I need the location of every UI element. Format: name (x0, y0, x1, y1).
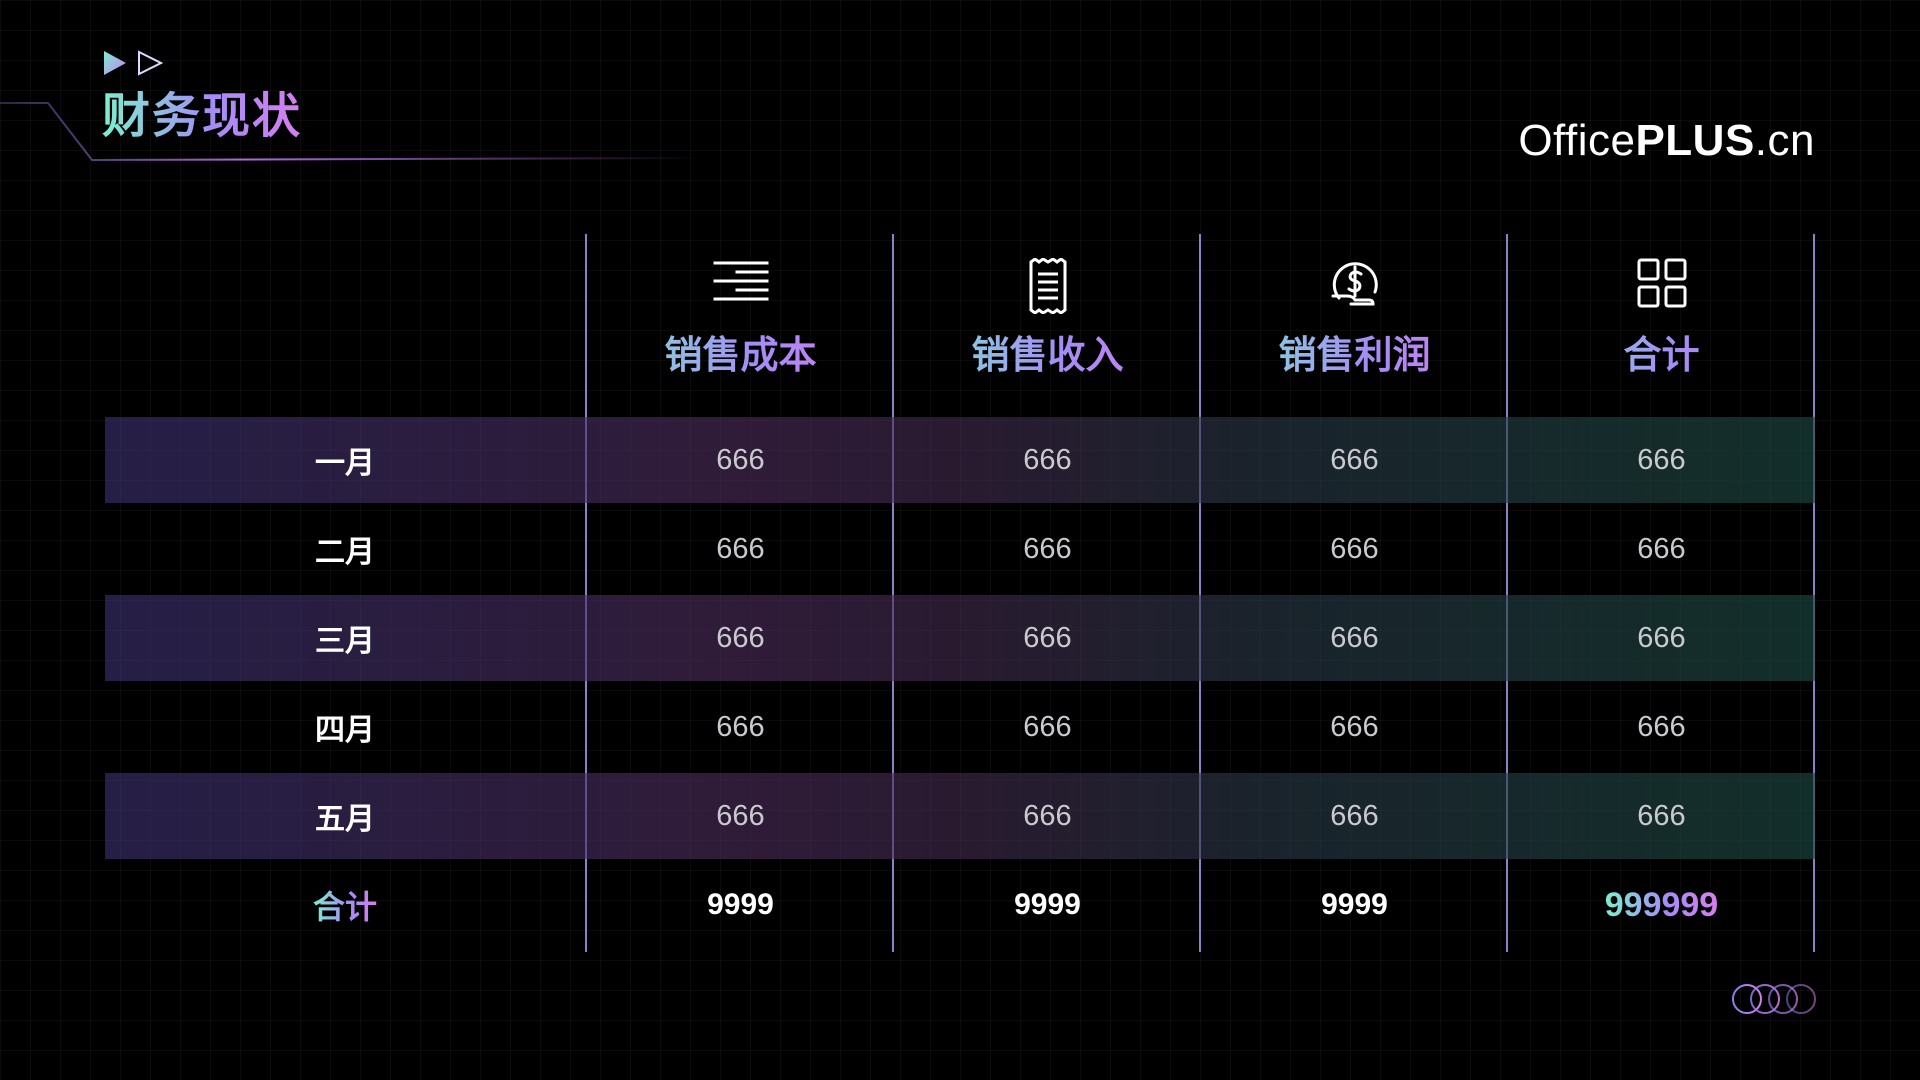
table-row-total: 合计 9999 9999 9999 999999 (105, 862, 1815, 948)
row-label: 一月 (315, 446, 375, 481)
brand-logo: OfficePLUS.cn (1518, 116, 1815, 165)
total-cell: 9999 (1321, 888, 1388, 921)
align-lines-icon (713, 261, 768, 301)
table-cell: 666 (1637, 621, 1686, 654)
column-header-profit: 销售利润 (1201, 234, 1508, 414)
total-cell: 9999 (707, 888, 774, 921)
column-header-revenue: 销售收入 (894, 234, 1201, 414)
table-cell: 666 (1637, 799, 1686, 832)
title-underline-decoration (0, 102, 701, 162)
receipt-icon (1029, 258, 1066, 314)
table-row-may: 五月 666 666 666 666 (105, 773, 1815, 859)
table-row-jan: 一月 666 666 666 666 (105, 417, 1815, 503)
table-cell: 666 (1637, 443, 1686, 476)
row-label: 三月 (315, 624, 375, 659)
column-header-label: 合计 (1508, 332, 1815, 378)
table-cell: 666 (1637, 532, 1686, 565)
table-cell: 666 (1330, 532, 1379, 565)
column-header-label: 销售收入 (894, 332, 1201, 378)
table-cell: 666 (716, 621, 765, 654)
table-cell: 666 (716, 532, 765, 565)
table-cell: 666 (1023, 443, 1072, 476)
dollar-coin-icon (1331, 262, 1378, 306)
row-label: 五月 (315, 802, 375, 837)
total-cell: 9999 (1014, 888, 1081, 921)
grid-icon (1637, 258, 1686, 308)
table-cell: 666 (1330, 799, 1379, 832)
column-header-label: 销售成本 (587, 332, 894, 378)
table-cell: 666 (716, 443, 765, 476)
table-cell: 666 (1023, 532, 1072, 565)
play-filled-icon (104, 51, 126, 75)
play-outline-icon (138, 50, 163, 76)
row-label: 四月 (315, 713, 375, 748)
column-divider (1506, 234, 1508, 952)
table-cell: 666 (1637, 710, 1686, 743)
table-cell: 666 (1330, 621, 1379, 654)
column-divider (1199, 234, 1201, 952)
column-divider (892, 234, 894, 952)
grand-total-cell: 999999 (1604, 885, 1719, 924)
total-row-label: 合计 (105, 862, 585, 948)
finance-table: 销售成本 销售收入 销售利润 (105, 234, 1815, 952)
table-cell: 666 (716, 799, 765, 832)
table-row-apr: 四月 666 666 666 666 (105, 684, 1815, 770)
table-row-feb: 二月 666 666 666 666 (105, 506, 1815, 592)
table-cell: 666 (1330, 443, 1379, 476)
row-label: 二月 (315, 535, 375, 570)
table-cell: 666 (1023, 710, 1072, 743)
column-header-total: 合计 (1508, 234, 1815, 414)
page-title: 财务现状 (102, 88, 303, 144)
column-divider (585, 234, 587, 952)
table-cell: 666 (1023, 621, 1072, 654)
table-cell: 666 (1023, 799, 1072, 832)
table-cell: 666 (716, 710, 765, 743)
column-header-label: 销售利润 (1201, 332, 1508, 378)
play-arrows-decoration (103, 50, 163, 76)
column-header-cost: 销售成本 (587, 234, 894, 414)
rings-decoration-icon (1732, 984, 1816, 1014)
table-cell: 666 (1330, 710, 1379, 743)
column-divider (1813, 234, 1815, 952)
table-row-mar: 三月 666 666 666 666 (105, 595, 1815, 681)
